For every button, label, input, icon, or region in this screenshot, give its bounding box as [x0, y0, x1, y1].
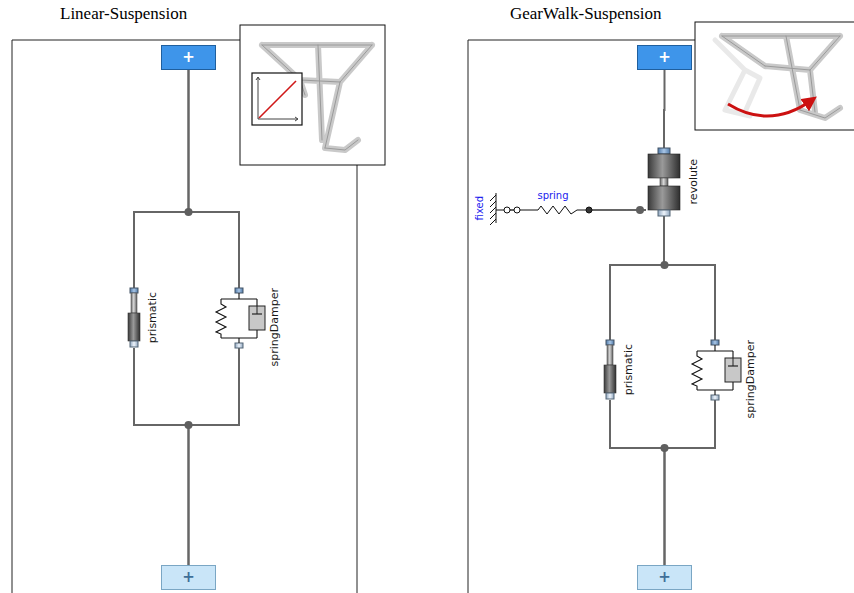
inset-illustration [695, 22, 854, 130]
component-label: spring [537, 190, 568, 202]
revolute-joint-symbol [646, 148, 682, 216]
prismatic-joint-symbol [603, 340, 617, 400]
frame-connector: + [161, 565, 216, 590]
port-sign: + [658, 569, 671, 586]
port-sign: + [182, 49, 195, 66]
inset-illustration [240, 25, 385, 165]
port-sign: + [182, 569, 195, 586]
frame-connector: + [161, 45, 216, 70]
component-label: revolute [688, 159, 701, 204]
model-panel: GearWalk-Suspension+fixedspringrevolutep… [468, 40, 854, 593]
component-label: fixed [474, 196, 486, 220]
connector-line [664, 216, 715, 340]
component-label: prismatic [623, 344, 636, 395]
revolute-joint: revolute [646, 148, 682, 216]
panel-outline [468, 40, 695, 593]
connector-line [663, 70, 666, 148]
panel-title: GearWalk-Suspension [510, 4, 662, 24]
junction-dot [661, 444, 669, 452]
component-label: springDamper [745, 340, 758, 418]
component-label: prismatic [147, 292, 160, 343]
spring-damper: springDamper [691, 340, 739, 400]
junction-dot [185, 421, 193, 429]
connector-line [189, 70, 240, 288]
panel-title: Linear-Suspension [60, 4, 187, 24]
component-label: springDamper [269, 288, 282, 366]
spring-damper: springDamper [215, 288, 263, 348]
frame-connector: + [637, 45, 692, 70]
connector-line [610, 216, 664, 340]
connector-line [665, 400, 716, 565]
prismatic-joint: prismatic [603, 340, 617, 400]
spring-element: spring [514, 192, 592, 220]
junction-dot [636, 206, 644, 214]
junction-dot [661, 261, 669, 269]
connector-line [189, 348, 240, 565]
connector-line [134, 348, 189, 565]
connector-line [510, 209, 514, 211]
model-panel: Linear-Suspension+prismaticspringDamper+ [12, 40, 357, 593]
port-sign: + [658, 49, 671, 66]
frame-connector: + [637, 565, 692, 590]
connector-line [134, 70, 189, 288]
prismatic-joint: prismatic [127, 288, 141, 348]
fixed-support: fixed [474, 190, 510, 226]
junction-dot [185, 208, 193, 216]
spring-damper-symbol [691, 340, 739, 400]
connector-line [610, 400, 665, 565]
prismatic-joint-symbol [127, 288, 141, 348]
spring-damper-symbol [215, 288, 263, 348]
